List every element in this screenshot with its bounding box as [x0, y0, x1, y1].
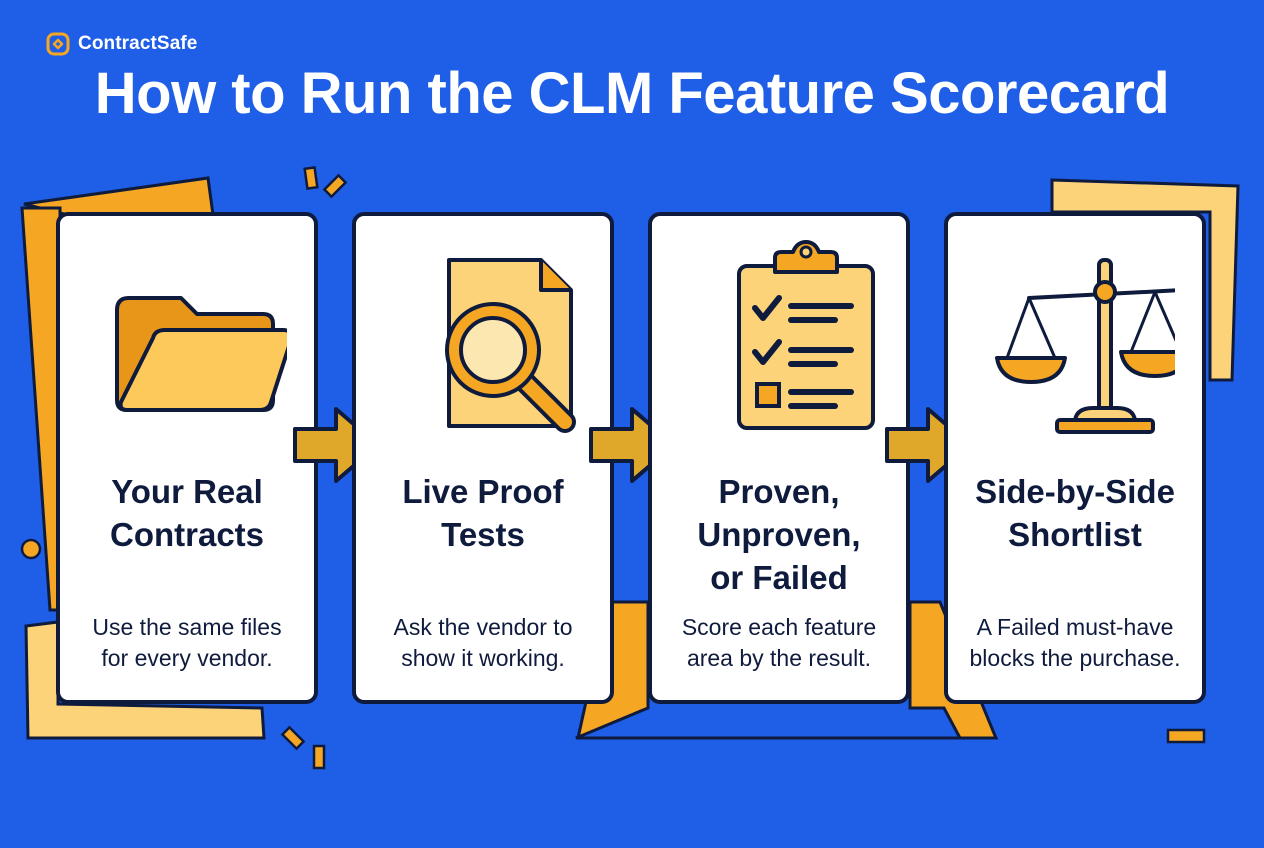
step-description: Score each feature area by the result. [681, 614, 877, 671]
confetti-shape [322, 173, 348, 199]
step-description: A Failed must-have blocks the purchase. [969, 614, 1181, 671]
page-title: How to Run the CLM Feature Scorecard [94, 61, 1170, 126]
clipboard-checklist-icon [737, 240, 875, 430]
step-description: Use the same files for every vendor. [92, 614, 282, 671]
brand: ContractSafe [46, 32, 197, 56]
folder-icon [115, 296, 287, 412]
contractsafe-logo-icon [46, 32, 70, 56]
step-title: Proven, Unproven, or Failed [697, 473, 861, 596]
step-card-side-by-side-shortlist: Side-by-Side Shortlist A Failed must-hav… [944, 212, 1206, 704]
step-description: Ask the vendor to show it working. [393, 614, 573, 671]
step-card-proven-unproven-failed: Proven, Unproven, or Failed Score each f… [648, 212, 910, 704]
confetti-dot [20, 538, 42, 560]
step-card-real-contracts: Your Real Contracts Use the same files f… [56, 212, 318, 704]
confetti-shape [1166, 728, 1206, 744]
step-title: Your Real Contracts [109, 473, 265, 553]
confetti-shape [312, 744, 326, 770]
confetti-shape [280, 725, 306, 751]
step-title: Side-by-Side Shortlist [975, 473, 1175, 553]
brand-name: ContractSafe [78, 33, 198, 54]
balance-scale-icon [995, 258, 1175, 434]
step-card-live-proof-tests: Live Proof Tests Ask the vendor to show … [352, 212, 614, 704]
document-magnifier-icon [445, 258, 576, 433]
step-title: Live Proof Tests [402, 473, 564, 553]
confetti-shape [303, 165, 319, 191]
